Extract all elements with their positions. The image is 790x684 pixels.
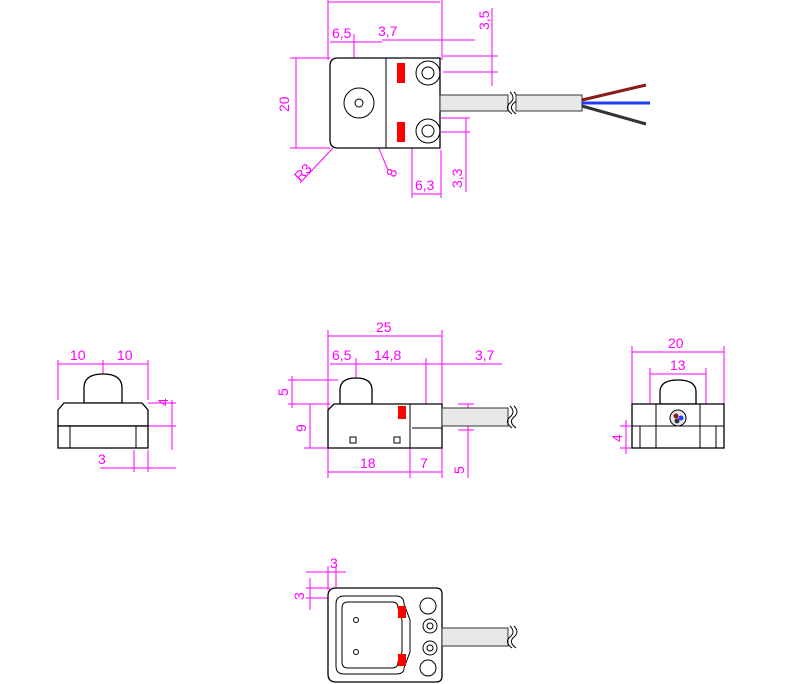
dim-bottom-3a: 3 bbox=[330, 555, 338, 571]
dim-front-14-8: 14,8 bbox=[374, 347, 401, 363]
dim-front-5a: 5 bbox=[275, 388, 291, 396]
dim-front-7: 7 bbox=[420, 455, 428, 471]
dim-left-3: 3 bbox=[98, 451, 106, 467]
dim-bottom-3b: 3 bbox=[291, 592, 307, 600]
dim-top-8: 8 bbox=[383, 166, 401, 179]
dim-front-5b: 5 bbox=[451, 466, 467, 474]
dim-top-6-3: 6,3 bbox=[415, 177, 435, 193]
dim-right-4: 4 bbox=[609, 434, 625, 442]
dim-front-6-5: 6,5 bbox=[332, 347, 352, 363]
front-view: 25 6,5 14,8 3,7 5 9 18 7 5 bbox=[275, 319, 518, 478]
right-view: 20 13 4 bbox=[609, 335, 725, 454]
dim-top-3-3: 3,3 bbox=[449, 168, 465, 188]
dim-front-18: 18 bbox=[360, 455, 376, 471]
dim-top-3-5: 3,5 bbox=[476, 10, 492, 30]
dim-front-3-7: 3,7 bbox=[475, 347, 495, 363]
dim-top-3-7: 3,7 bbox=[378, 23, 398, 39]
left-view: 10 10 4 3 bbox=[57, 347, 176, 472]
dim-front-9: 9 bbox=[293, 424, 309, 432]
dim-left-4: 4 bbox=[155, 398, 171, 406]
dim-top-6-5: 6,5 bbox=[332, 25, 352, 41]
dim-top-20: 20 bbox=[276, 96, 292, 112]
dim-left-10b: 10 bbox=[117, 347, 133, 363]
dim-right-13: 13 bbox=[670, 357, 686, 373]
bottom-view: 3 3 bbox=[291, 555, 518, 683]
dim-right-20: 20 bbox=[668, 335, 684, 351]
dim-left-10a: 10 bbox=[70, 347, 86, 363]
dim-front-25: 25 bbox=[376, 319, 392, 335]
top-view: 6,5 3,7 3,5 20 R3 8 6,3 3,3 bbox=[276, 0, 650, 198]
dim-top-r3: R3 bbox=[291, 160, 315, 184]
